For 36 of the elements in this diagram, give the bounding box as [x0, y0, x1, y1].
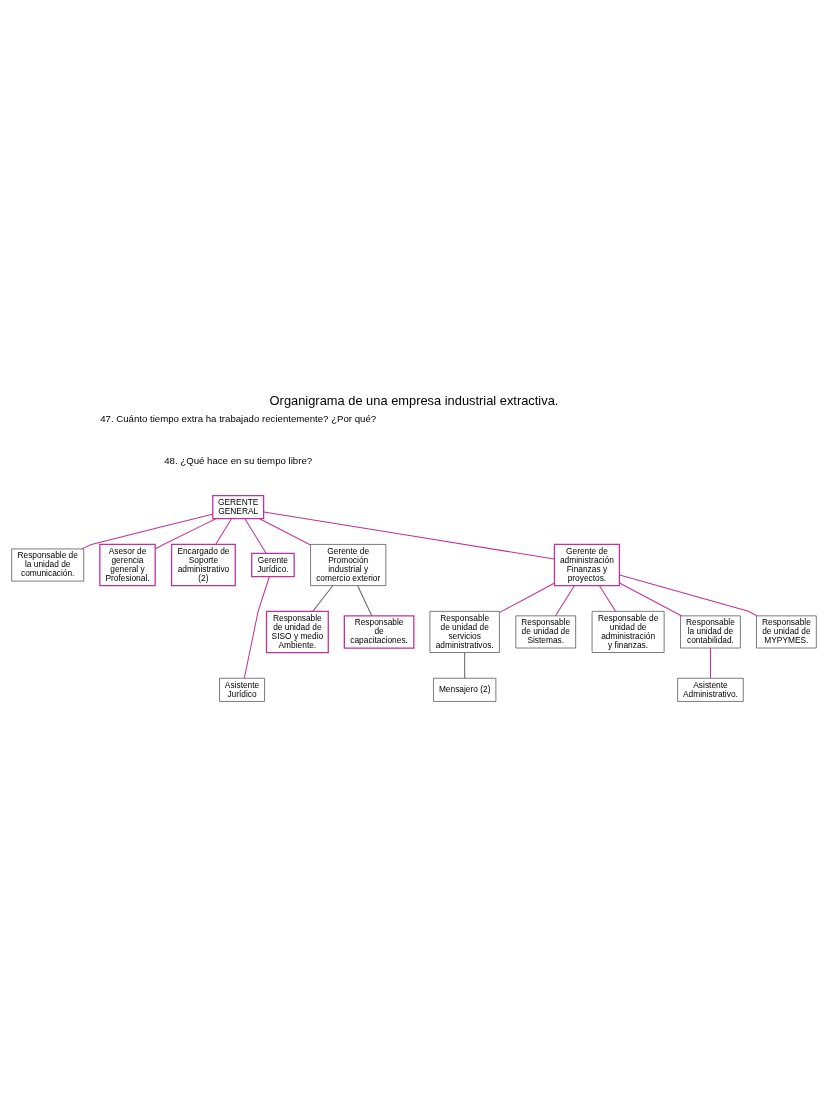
- connector: [312, 585, 334, 612]
- node-box: Responsable de unidad de MYPYMES.: [756, 615, 817, 649]
- node-box: Responsable de unidad de SISO y medio Ambiente.: [265, 610, 329, 654]
- connector: [154, 518, 217, 550]
- node-box: Gerente Jurídico.: [251, 552, 295, 578]
- node-box: Gerente de Promoción industrial y comercio exterior: [310, 544, 387, 586]
- connector: [263, 511, 555, 560]
- diagram-title: Organigrama de una empresa industrial extractiva.: [269, 393, 559, 409]
- node-box: Responsable de unidad de Sistemas.: [515, 615, 577, 649]
- node-box: Responsable de la unidad de comunicación.: [11, 548, 85, 582]
- connector: [244, 518, 267, 554]
- node-box: Gerente de administración Finanzas y proyectos.: [553, 543, 621, 587]
- label: 48. ¿Qué hace en su tiempo libre?: [164, 455, 313, 466]
- node-box: Encargado de Soporte administrativo (2): [170, 543, 236, 587]
- node-box: Responsable la unidad de contabilidad.: [680, 615, 741, 649]
- connector: [599, 585, 616, 612]
- connector: [498, 582, 555, 614]
- node-box: Asesor de gerencia general y Profesional.: [99, 543, 156, 587]
- node-box: Asistente Administrativo.: [677, 677, 744, 702]
- node-box: Mensajero (2): [433, 677, 497, 702]
- connector: [243, 576, 270, 679]
- connector: [555, 585, 575, 617]
- connector: [357, 585, 373, 617]
- connector: [619, 574, 758, 617]
- connector: [464, 652, 466, 679]
- node-box: Responsable de capacitaciones.: [343, 615, 415, 649]
- connector: [619, 582, 682, 617]
- connector: [215, 518, 232, 545]
- connector: [259, 518, 312, 546]
- connector: [709, 647, 711, 679]
- label: 47. Cuánto tiempo extra ha trabajado recientemente? ¿Por qué?: [100, 413, 377, 425]
- node-box: GERENTE GENERAL: [212, 494, 265, 520]
- node-box: Responsable de unidad de servicios administrativos.: [429, 610, 500, 653]
- node-box: Responsable de unidad de administración y finanzas.: [591, 610, 665, 653]
- connector: [81, 513, 214, 550]
- node-box: Asistente Jurídico: [219, 677, 265, 702]
